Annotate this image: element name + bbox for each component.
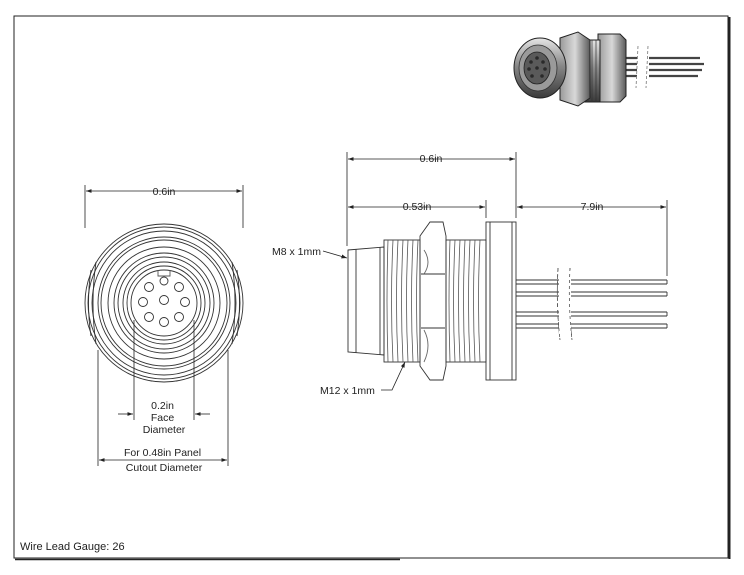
svg-text:0.2in Face Diameter: 0.2in Face Diameter [143, 400, 186, 436]
drawing-frame [13, 15, 731, 561]
wire-length-label: 7.9in [581, 201, 604, 213]
face-dim-value: 0.2in [151, 400, 174, 412]
wire-length-dimension [517, 200, 668, 276]
thread-callouts [322, 250, 406, 391]
front-width-label: 0.6in [153, 186, 176, 198]
thread-panel-label: M12 x 1mm [320, 385, 375, 397]
wire-gauge-note: Wire Lead Gauge: 26 [20, 541, 125, 553]
side-body-label: 0.53in [403, 201, 432, 213]
svg-text:For 0.48in Panel Cutout Di: For 0.48in Panel Cutout Diameter [124, 447, 204, 474]
wire-leads [516, 279, 668, 329]
front-width-dimension [84, 185, 244, 228]
face-diameter-dimension [118, 320, 210, 420]
connector-3d-thumbnail [513, 31, 704, 107]
contact-pins [138, 276, 190, 327]
front-view [84, 223, 244, 383]
panel-cutout-dimension [97, 350, 229, 466]
panel-dim-line1: For 0.48in Panel [124, 447, 201, 459]
side-overall-label: 0.6in [420, 153, 443, 165]
side-overall-dimension [346, 152, 517, 246]
face-dim-line3: Diameter [143, 424, 186, 436]
face-dim-line2: Face [151, 412, 175, 424]
side-view [347, 221, 668, 381]
panel-dim-line2: Cutout Diameter [126, 462, 203, 474]
side-body-dimension [348, 200, 487, 218]
thread-front-label: M8 x 1mm [272, 246, 321, 258]
